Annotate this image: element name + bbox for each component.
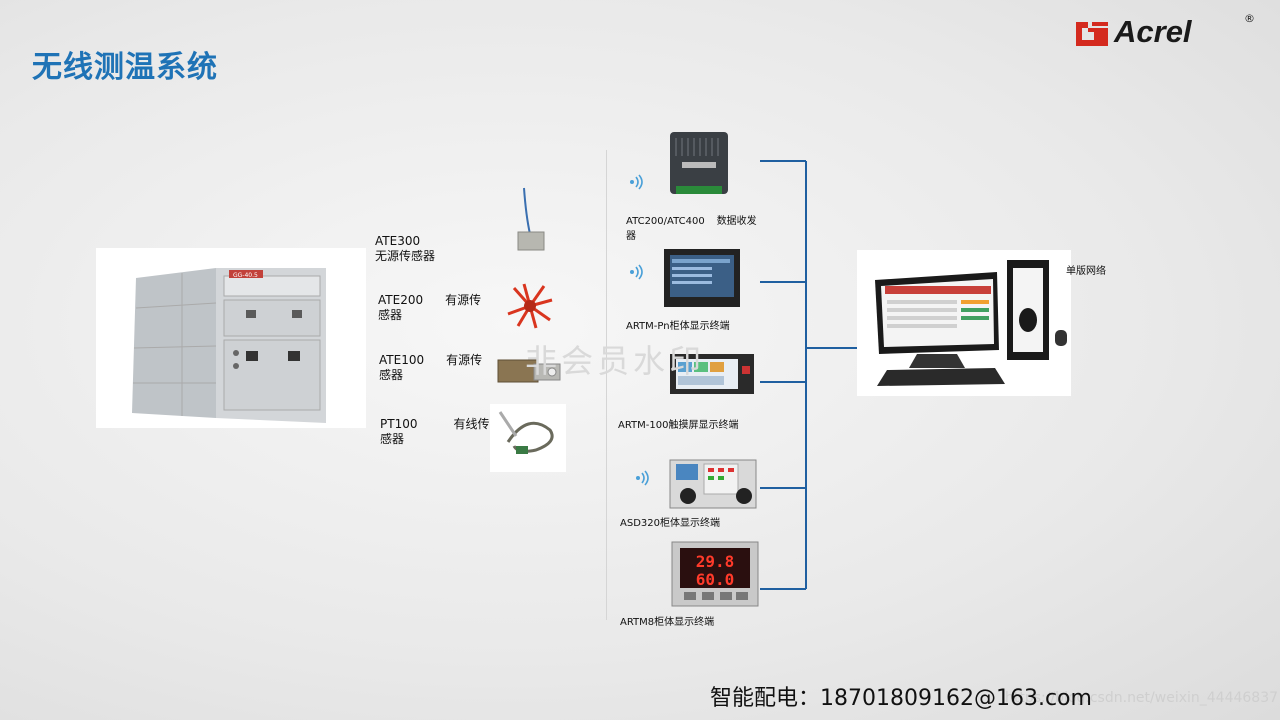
device-label-artm-pn: ARTM-Pn柜体显示终端 bbox=[626, 321, 730, 332]
page-title: 无线测温系统 bbox=[32, 50, 218, 85]
registered-mark: ® bbox=[1244, 12, 1255, 25]
wireless-icon-1 bbox=[628, 174, 646, 194]
monitoring-pc-image bbox=[857, 250, 1071, 396]
atc200-device-icon bbox=[670, 132, 728, 194]
wireless-icon-4 bbox=[634, 470, 652, 490]
device-label-artm-100: ARTM-100触摸屏显示终端 bbox=[618, 420, 739, 431]
device-label-asd320: ASD320柜体显示终端 bbox=[620, 518, 720, 529]
pt100-sensor-icon bbox=[490, 404, 566, 472]
ate300-sensor-icon bbox=[517, 187, 545, 251]
artm8-device-icon: 29.8 60.0 bbox=[671, 541, 759, 607]
device-label-artm8: ARTM8柜体显示终端 bbox=[620, 617, 715, 628]
artm8-bottom-reading: 60.0 bbox=[696, 570, 735, 589]
acrel-logo-icon bbox=[1076, 22, 1108, 46]
artm-100-device-icon bbox=[670, 354, 754, 394]
watermark-center: 非会员水印 bbox=[525, 342, 706, 380]
watermark-url: https://blog.csdn.net/weixin_44446837 bbox=[1005, 690, 1279, 706]
ate100-sensor-icon bbox=[497, 359, 561, 383]
artm-pn-device-icon bbox=[664, 249, 740, 307]
wireless-icon-2 bbox=[628, 264, 646, 284]
artm8-top-reading: 29.8 bbox=[696, 552, 735, 571]
ate200-sensor-icon bbox=[507, 283, 553, 329]
footer-contact: 智能配电：18701809162@163.com bbox=[710, 686, 1092, 711]
cabinet-tag: GG-40.5 bbox=[233, 272, 258, 279]
switchgear-cabinet-image: GG-40.5 bbox=[96, 248, 366, 428]
asd320-device-icon bbox=[669, 459, 757, 509]
brand-name: Acrel bbox=[1114, 14, 1192, 49]
network-label: 单版网络 bbox=[1066, 266, 1106, 277]
